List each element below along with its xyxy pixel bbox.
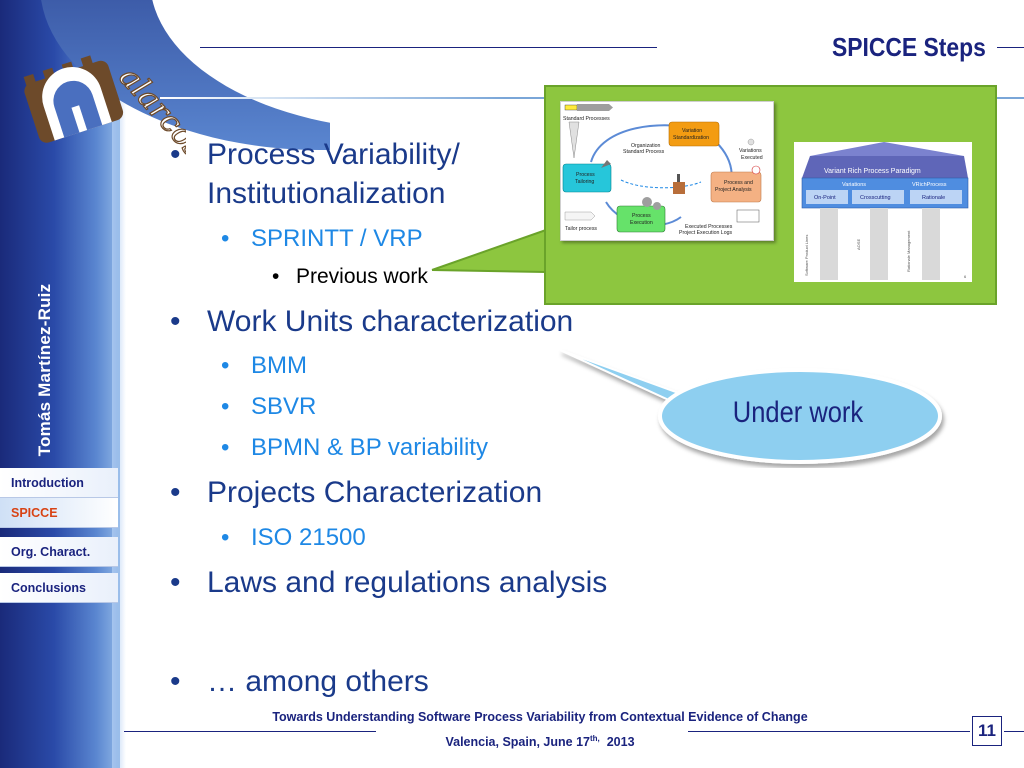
temple-label: On-Point — [814, 195, 836, 201]
sub-sub-bullet-previous-work: Previous work — [296, 265, 428, 288]
nav-item-spicce[interactable]: SPICCE — [0, 498, 118, 528]
bullet-projects-characterization: Projects Characterization — [207, 476, 543, 509]
slide-title: SPICCE Steps — [832, 32, 986, 62]
header-rule — [200, 47, 657, 48]
alarcos-logo: alarcos — [23, 55, 186, 156]
diagram-label: Execution — [630, 220, 653, 226]
sub-bullet-sprintt: SPRINTT / VRP — [251, 225, 423, 252]
temple-label: Software Product Lines — [804, 235, 809, 276]
author-name: Tomás Martínez-Ruiz — [35, 283, 54, 457]
bullet-laws: Laws and regulations analysis — [207, 566, 608, 599]
footer-place: Valencia, Spain, June 17th, 2013 — [380, 734, 700, 749]
callout-pointer — [431, 229, 547, 273]
bullet-marker: • — [221, 352, 230, 379]
temple-label: Rationale — [922, 195, 945, 201]
bullet-marker: • — [170, 305, 181, 338]
header-rule-right — [997, 47, 1024, 48]
footer-place-text: Valencia, Spain, June 17 — [445, 735, 590, 750]
bullet-among-others: … among others — [207, 665, 429, 698]
bullet-process-variability-cont: Institutionalization — [207, 177, 446, 210]
footer-rule — [1004, 731, 1024, 732]
diagram-label: Process and — [724, 180, 753, 186]
footer-rule — [124, 731, 376, 732]
page-number: 11 — [972, 716, 1002, 746]
diagram-label: Standardization — [673, 135, 709, 141]
temple-label: AOSE — [856, 239, 861, 250]
bullet-marker: • — [170, 665, 181, 698]
diagram-label: Tailoring — [575, 179, 594, 185]
bullet-marker: • — [272, 265, 280, 288]
bullet-marker: • — [221, 434, 230, 461]
under-work-label: Under work — [732, 396, 864, 429]
bullet-marker: • — [170, 476, 181, 509]
bullet-marker: • — [170, 138, 181, 171]
temple-label: Variant Rich Process Paradigm — [824, 168, 921, 175]
footer-rule — [688, 731, 970, 732]
footer-title: Towards Understanding Software Process V… — [272, 710, 808, 724]
temple-label: Rationale Management — [906, 230, 911, 272]
diagram-label: Standard Processes — [563, 116, 610, 122]
diagram-label: Process — [576, 172, 595, 178]
diagram-label: Process — [632, 213, 651, 219]
temple-label: Crosscutting — [860, 195, 891, 201]
diagram-label: Standard Process — [623, 149, 665, 155]
under-work-callout — [559, 349, 942, 464]
temple-page: 6 — [964, 274, 967, 279]
bullet-marker: • — [221, 524, 230, 551]
bullet-marker: • — [170, 566, 181, 599]
paradigm-temple-diagram: Variant Rich Process Paradigm Variations… — [794, 142, 972, 282]
bullet-marker: • — [221, 225, 230, 252]
sub-bullet-bmm: BMM — [251, 352, 307, 379]
footer-date-suffix: th, — [589, 734, 600, 743]
nav-item-introduction[interactable]: Introduction — [0, 468, 118, 498]
diagram-label: Variations — [739, 148, 762, 154]
temple-label: Variations — [842, 182, 866, 188]
nav-item-conclusions[interactable]: Conclusions — [0, 573, 118, 603]
diagram-label: Executed — [741, 155, 763, 161]
sub-bullet-sbvr: SBVR — [251, 393, 317, 420]
footer-year: 2013 — [606, 735, 635, 750]
bullet-marker: • — [221, 393, 230, 420]
sub-bullet-bpmn: BPMN & BP variability — [251, 434, 488, 461]
diagram-label: Variation — [682, 128, 702, 134]
diagram-label: Project Analysis — [715, 187, 752, 193]
process-cycle-diagram: Standard Processes Variation Standardiza… — [560, 101, 774, 241]
bullet-work-units: Work Units characterization — [207, 305, 574, 338]
diagram-label: Tailor process — [565, 226, 597, 232]
diagram-label: Organization — [631, 143, 661, 149]
diagram-label: Executed Processes — [685, 224, 733, 230]
nav-item-org-charact[interactable]: Org. Charact. — [0, 537, 118, 567]
sub-bullet-iso: ISO 21500 — [251, 524, 366, 551]
diagram-label: Project Execution Logs — [679, 230, 732, 236]
temple-label: VRichProcess — [912, 182, 947, 188]
bullet-process-variability: Process Variability/ — [207, 138, 460, 171]
